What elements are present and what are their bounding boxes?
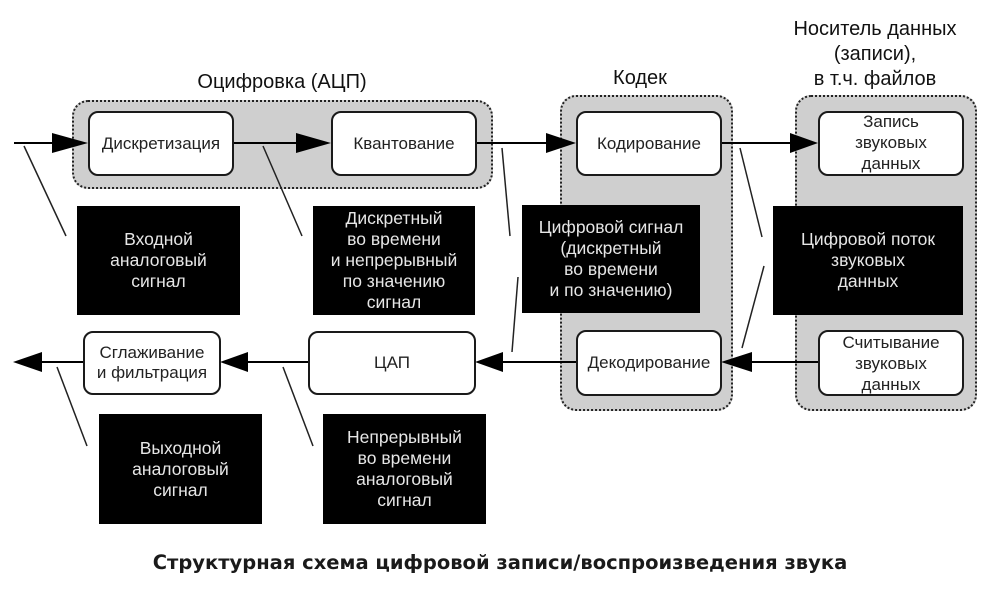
block-dac: ЦАП <box>308 331 476 395</box>
pointer-line-input <box>23 145 67 237</box>
arrow-dac-to-smoothing <box>220 352 308 372</box>
block-recording: Запись звуковых данных <box>818 111 964 176</box>
pointer-line-digital-bottom <box>511 276 519 353</box>
block-quantization: Квантование <box>331 111 477 176</box>
diagram-caption: Структурная схема цифровой записи/воспро… <box>152 551 848 574</box>
codec-group-label: Кодек <box>613 67 667 89</box>
block-decoding: Декодирование <box>576 330 722 396</box>
adc-group-label: Оцифровка (АЦП) <box>197 71 367 93</box>
block-encoding: Кодирование <box>576 111 722 176</box>
note-input-analog-signal: Входной аналоговый сигнал <box>77 206 240 315</box>
pointer-line-stream-bottom <box>741 265 765 349</box>
pointer-line-digital-top <box>501 147 511 237</box>
block-smoothing-filtering: Сглаживание и фильтрация <box>83 331 221 395</box>
block-discretization: Дискретизация <box>88 111 234 176</box>
pointer-line-stream-top <box>739 147 763 238</box>
note-output-analog-signal: Выходной аналоговый сигнал <box>99 414 262 524</box>
note-digital-signal: Цифровой сигнал (дискретный во времени и… <box>522 205 700 313</box>
block-reading: Считывание звуковых данных <box>818 330 964 396</box>
note-continuous-analog-signal: Непрерывный во времени аналоговый сигнал <box>323 414 486 524</box>
note-digital-audio-stream: Цифровой поток звуковых данных <box>773 206 963 315</box>
note-discrete-time-signal: Дискретный во времени и непрерывный по з… <box>313 206 475 315</box>
arrow-output <box>13 352 83 372</box>
storage-group-label: Носитель данных (записи), в т.ч. файлов <box>793 18 957 90</box>
